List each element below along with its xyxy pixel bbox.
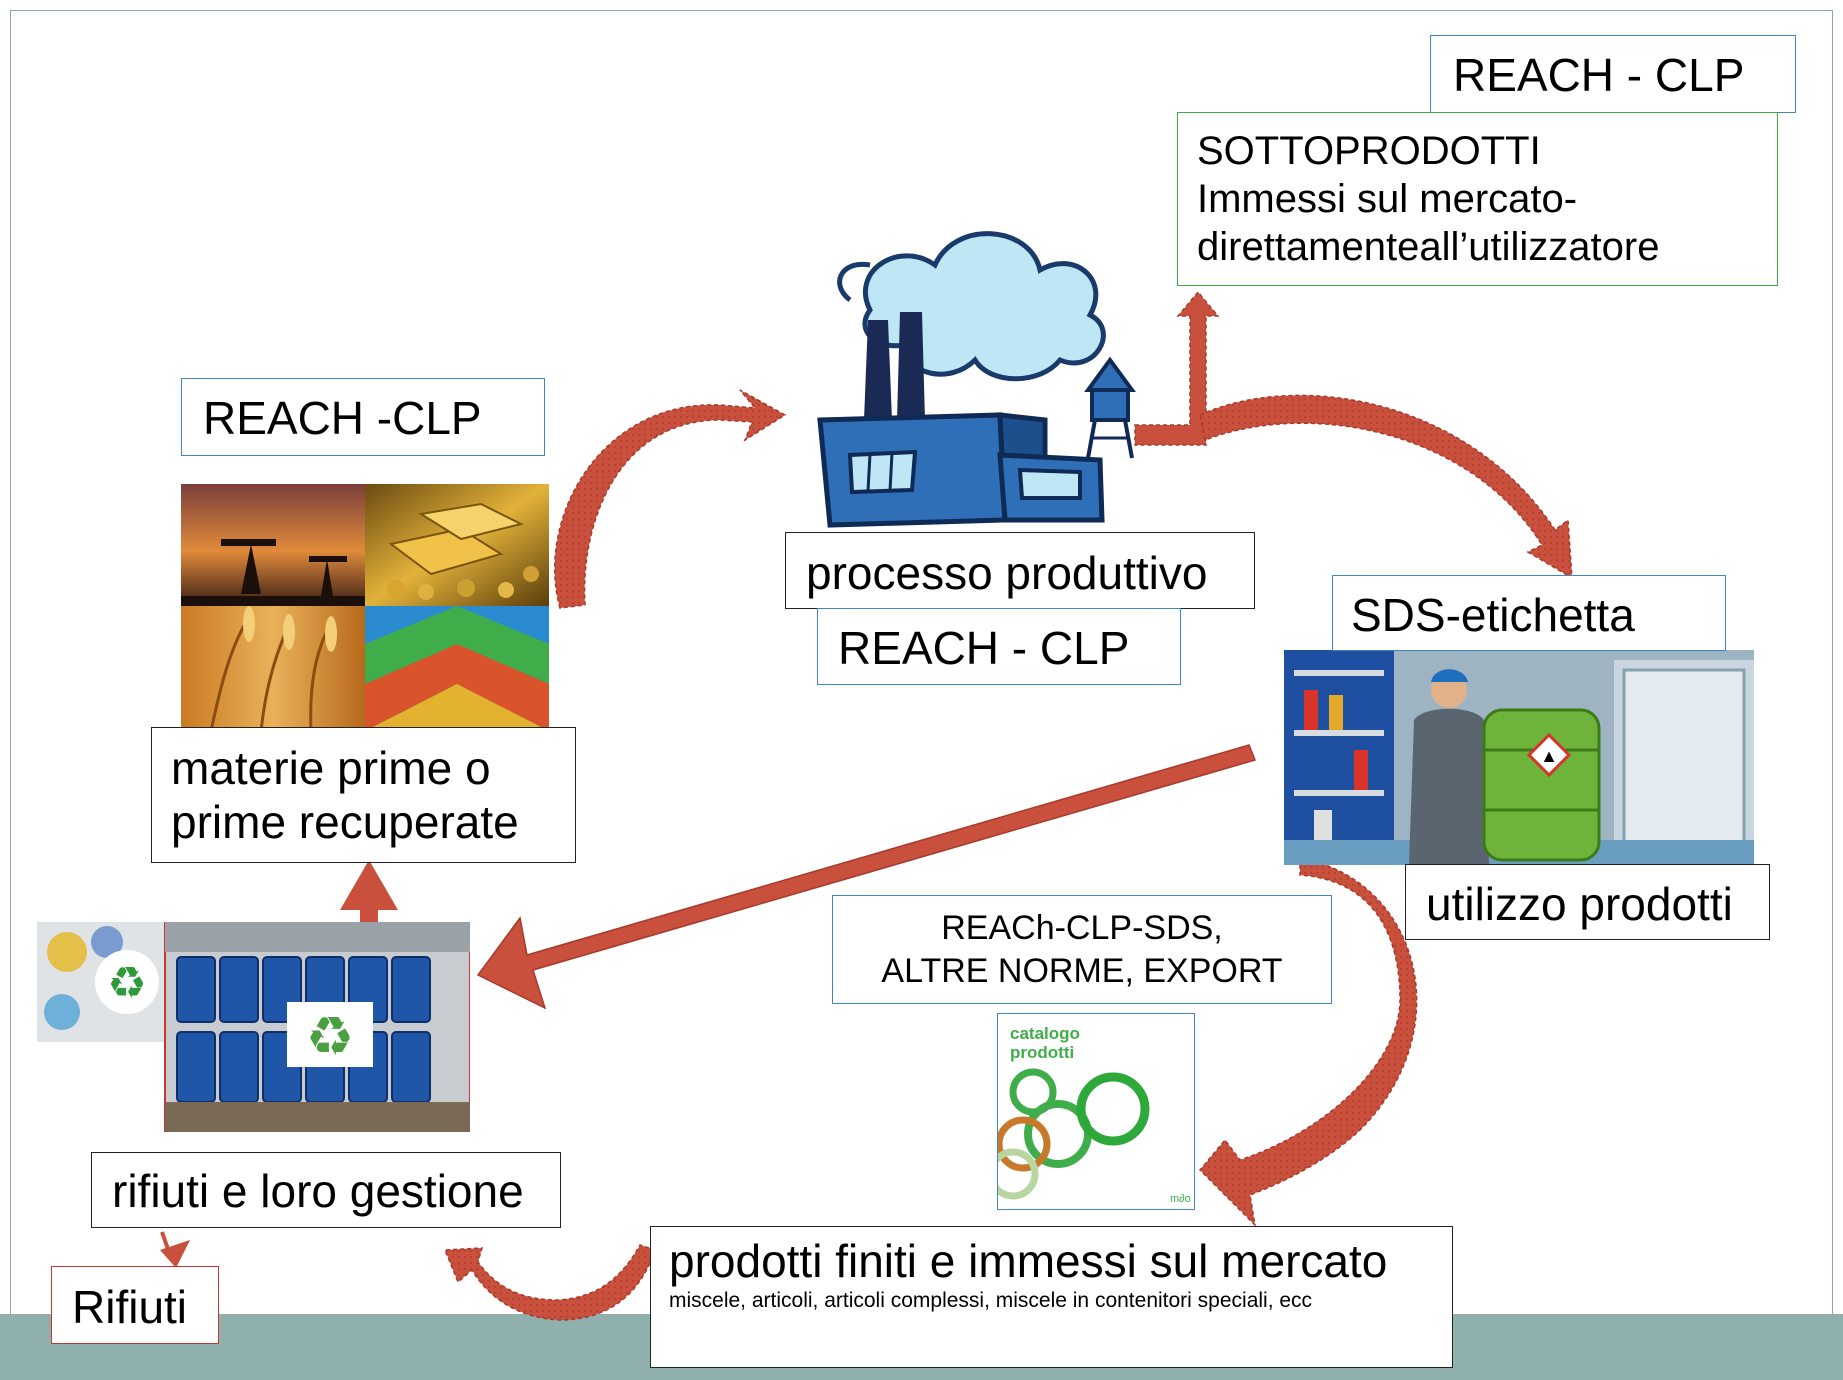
- label-sottoprodotti: SOTTOPRODOTTI Immessi sul mercato- diret…: [1177, 112, 1778, 286]
- label-reach-left-text: REACH -CLP: [203, 392, 482, 444]
- reach-sds-line1: REACh-CLP-SDS,: [941, 909, 1223, 947]
- label-rifiuti-gestione: rifiuti e loro gestione: [91, 1152, 561, 1228]
- raw-materials-photo: [181, 484, 549, 731]
- label-reach-sds-norme: REACh-CLP-SDS, ALTRE NORME, EXPORT: [832, 895, 1332, 1004]
- arrow-processo-to-utilizzo: [1199, 394, 1573, 580]
- label-rifiuti: Rifiuti: [51, 1266, 219, 1344]
- label-materie-prime: materie prime o prime recuperate: [151, 727, 576, 863]
- catalog-cover-icon: catalogo prodotti m∂o: [997, 1013, 1195, 1210]
- label-reach-left: REACH -CLP: [181, 378, 545, 456]
- recycle-barrels-photo: ♻ ♻: [37, 922, 470, 1132]
- svg-text:▲: ▲: [1540, 746, 1558, 766]
- label-sds-etichetta: SDS-etichetta: [1332, 575, 1726, 651]
- sottoprodotti-line2: Immessi sul mercato-: [1197, 177, 1578, 221]
- arrow-rifiuti-to-materie-head: [340, 860, 398, 910]
- label-rifiuti-gestione-text: rifiuti e loro gestione: [112, 1165, 524, 1217]
- arrow-prodotti-to-rifiuti: [443, 1244, 656, 1321]
- svg-text:♻: ♻: [306, 1007, 354, 1067]
- catalog-title-line1: catalogo: [1010, 1024, 1080, 1043]
- worker-drum-photo: ▲: [1284, 650, 1754, 865]
- prodotti-finiti-title: prodotti finiti e immessi sul mercato: [669, 1235, 1388, 1287]
- svg-text:♻: ♻: [107, 959, 146, 1008]
- sottoprodotti-line1: SOTTOPRODOTTI: [1197, 129, 1541, 173]
- prodotti-finiti-subtitle: miscele, articoli, articoli complessi, m…: [669, 1288, 1313, 1312]
- materie-line2: prime recuperate: [171, 795, 519, 848]
- label-utilizzo-text: utilizzo prodotti: [1426, 878, 1733, 930]
- label-rifiuti-text: Rifiuti: [72, 1281, 188, 1333]
- reach-sds-line2: ALTRE NORME, EXPORT: [881, 951, 1283, 990]
- label-sds-text: SDS-etichetta: [1351, 589, 1635, 641]
- label-utilizzo-prodotti: utilizzo prodotti: [1405, 864, 1770, 940]
- label-reach-top-right: REACH - CLP: [1430, 35, 1796, 113]
- catalog-title-line2: prodotti: [1010, 1043, 1075, 1062]
- label-reach-center: REACH - CLP: [817, 608, 1181, 685]
- materie-line1: materie prime o: [171, 742, 491, 794]
- label-processo-text: processo produttivo: [806, 547, 1208, 599]
- arrow-materie-to-processo: [554, 389, 787, 609]
- label-prodotti-finiti: prodotti finiti e immessi sul mercato mi…: [650, 1226, 1453, 1368]
- label-processo-produttivo: processo produttivo: [785, 532, 1255, 609]
- arrow-processo-to-sottoprodotti: [1134, 290, 1220, 446]
- arrow-gestione-to-rifiuti-head: [160, 1240, 190, 1268]
- label-reach-center-text: REACH - CLP: [838, 622, 1130, 674]
- label-reach-top-right-text: REACH - CLP: [1453, 49, 1745, 101]
- arrow-utilizzo-to-rifiuti: [476, 744, 1257, 1010]
- sottoprodotti-line3: direttamenteall’utilizzatore: [1197, 225, 1660, 269]
- svg-text:m∂o: m∂o: [1170, 1193, 1191, 1205]
- arrow-utilizzo-to-prodotti: [1198, 857, 1418, 1228]
